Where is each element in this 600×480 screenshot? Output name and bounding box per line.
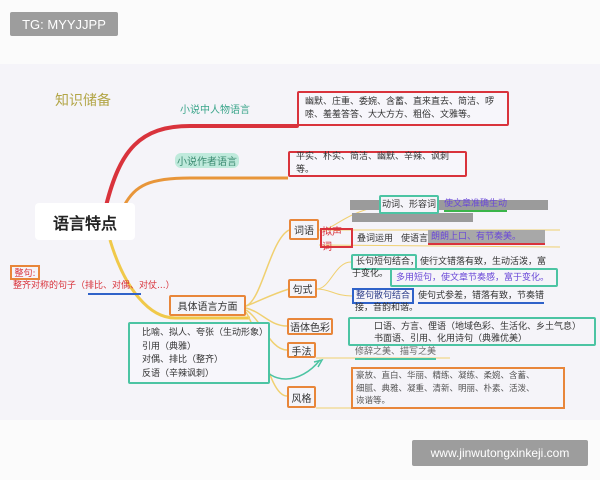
node-fengge: 风格 [287, 386, 316, 408]
note-text: 整齐对称的句子（排比、对偶、对仗...） [13, 281, 175, 291]
watermark-top: TG: MYYJJPP [10, 12, 118, 36]
text: 书面语、引用、化用诗句（典雅优美） [374, 334, 528, 344]
node-specific-language: 具体语言方面 [169, 295, 246, 316]
node-ciyu: 词语 [289, 219, 319, 240]
text: 使语言 [401, 234, 429, 244]
branch-author-language: 小说作者语言 [175, 153, 239, 168]
underline [88, 293, 141, 295]
register-box: 口语、方言、俚语（地域色彩、生活化、乡土气息） 书面语、引用、化用诗句（典雅优美… [348, 317, 596, 346]
watermark-bottom: www.jinwutongxinkeji.com [412, 440, 588, 466]
text: 平实、朴实、简洁、幽默、辛辣、讽刺等。 [296, 152, 450, 175]
node-jushi: 句式 [288, 279, 317, 298]
item-short-sentences: 多用短句，使文章节奏感，富于变化。 [390, 268, 558, 287]
list-item: 对偶、排比（整齐） [142, 355, 224, 365]
root-node: 语言特点 [35, 203, 135, 240]
item-verb-adj: 动词、形容词 [379, 195, 439, 214]
item-whole-scattered: 整句散句结合 [352, 288, 414, 304]
text: 幽默、庄重、委婉、含蓄、直来直去、简洁、啰 [305, 97, 495, 107]
text: 豪放、直白、华丽、精练、凝练、柔婉、含蓄、 [356, 371, 535, 381]
list-item: 反语（辛辣讽刺） [142, 368, 215, 379]
rhetoric-list: 比喻、拟人、夸张（生动形象） 引用（典雅） 对偶、排比（整齐） 反语（辛辣讽刺） [128, 322, 270, 384]
item-verb-adj-effect: 使文章准确生动 [444, 198, 508, 212]
text: 于变化。 [352, 269, 389, 279]
author-language-box: 平实、朴实、简洁、幽默、辛辣、讽刺等。 [288, 151, 467, 177]
node-shoufa: 手法 [287, 342, 316, 358]
text: 细腻、典雅、凝重、清新、明丽、朴素、活泼、 [356, 383, 535, 394]
text: 使句式参差，错落有致，节奏错 [418, 290, 545, 304]
text: 口语、方言、俚语（地域色彩、生活化、乡土气息） [374, 322, 582, 332]
text: 接，音韵和谐。 [355, 303, 419, 313]
node-yuti: 语体色彩 [287, 318, 333, 335]
text: 嗦、羞羞答答、大大方方、粗俗、文雅等。 [305, 110, 477, 120]
style-box: 豪放、直白、华丽、精练、凝练、柔婉、含蓄、 细腻、典雅、凝重、清新、明丽、朴素、… [351, 367, 565, 409]
list-item: 比喻、拟人、夸张（生动形象） [142, 328, 269, 338]
item-onomatopoeia: 拟声词 [320, 227, 353, 253]
technique-text: 修辞之美、描写之美 [355, 346, 437, 360]
character-language-box: 幽默、庄重、委婉、含蓄、直来直去、简洁、啰 嗦、羞羞答答、大大方方、粗俗、文雅等… [297, 91, 509, 126]
note-label: 整句: [10, 265, 40, 280]
item-long-short: 长句短句结合， [351, 254, 419, 270]
highlight-bar [350, 200, 548, 210]
item-reduplication: 叠词运用 [357, 234, 394, 244]
branch-character-language: 小说中人物语言 [180, 105, 250, 116]
text: 使行文错落有致，生动活泼，富 [420, 257, 547, 267]
highlight-bar [352, 213, 473, 222]
text: 诙谐等。 [356, 396, 391, 406]
section-title: 知识储备 [55, 93, 111, 109]
item-onomatopoeia-effect: 朗朗上口、有节奏美。 [428, 230, 545, 245]
list-item: 引用（典雅） [142, 341, 197, 352]
